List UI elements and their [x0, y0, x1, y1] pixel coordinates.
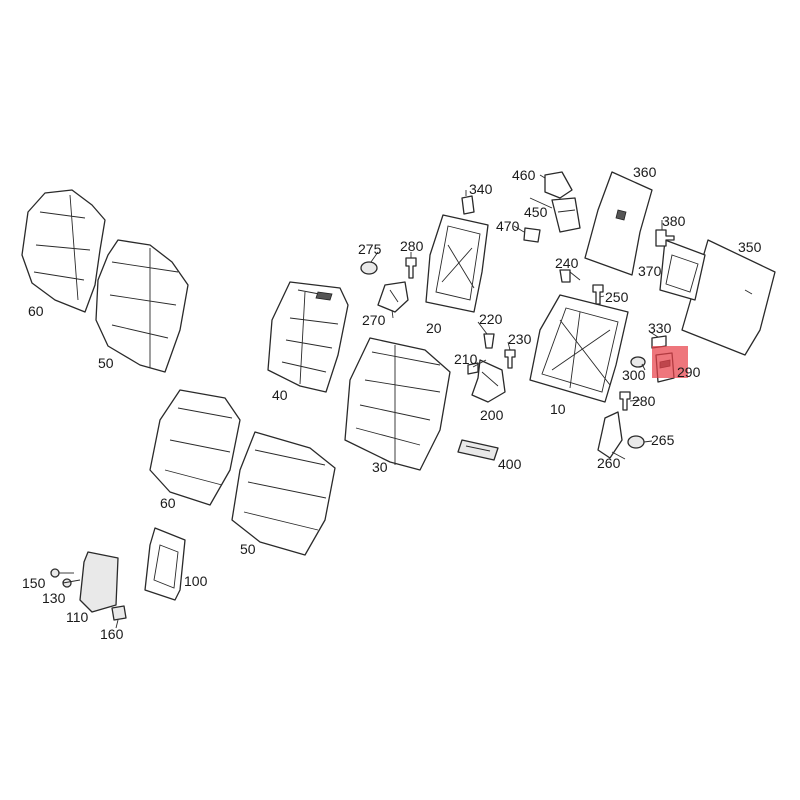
label-470: 470: [496, 218, 520, 234]
label-450: 450: [524, 204, 548, 220]
part-400-handle: [457, 439, 499, 461]
label-150: 150: [22, 575, 46, 591]
part-370-bracket: [659, 239, 706, 301]
label-290: 290: [677, 364, 701, 380]
part-450-hinge: [551, 197, 581, 233]
label-210: 210: [454, 351, 478, 367]
part-100-frame: [144, 527, 186, 601]
part-220-pin: [483, 333, 495, 349]
part-265-bushing: [627, 435, 645, 449]
part-460-cover: [544, 171, 573, 199]
label-50-lower: 50: [240, 541, 256, 557]
label-20: 20: [426, 320, 442, 336]
part-340-clip: [461, 195, 475, 215]
label-330: 330: [648, 320, 672, 336]
part-275-bushing: [360, 261, 378, 275]
part-260-bracket: [597, 411, 623, 459]
part-270-bracket: [377, 281, 409, 313]
label-240: 240: [555, 255, 579, 271]
part-10-backrest-frame: [529, 294, 629, 403]
label-380: 380: [662, 213, 686, 229]
part-470-clip: [523, 227, 541, 243]
label-270: 270: [362, 312, 386, 328]
part-40-backrest-cushion: [267, 281, 349, 393]
part-60-backrest-cover-upper: [21, 189, 106, 313]
label-130: 130: [42, 590, 66, 606]
part-160-clip: [111, 605, 127, 621]
label-260: 260: [597, 455, 621, 471]
part-240-hook: [559, 269, 571, 283]
label-10: 10: [550, 401, 566, 417]
part-280-bolt-upper: [405, 257, 417, 279]
part-300-bushing: [630, 356, 646, 368]
label-220: 220: [479, 311, 503, 327]
part-50-backrest-cover-upper: [95, 239, 189, 373]
label-250: 250: [605, 289, 629, 305]
label-40: 40: [272, 387, 288, 403]
part-150-screw: [50, 568, 60, 578]
label-280-lower: 280: [632, 393, 656, 409]
part-110-armrest: [79, 551, 119, 613]
part-380-bolt: [655, 229, 675, 247]
part-360-panel: [584, 171, 653, 276]
label-400: 400: [498, 456, 522, 472]
part-50-cover-lower: [231, 431, 336, 556]
highlight-marker-290: [652, 346, 688, 378]
label-370: 370: [638, 263, 662, 279]
label-340: 340: [469, 181, 493, 197]
leader-lines: [59, 174, 663, 629]
label-60-lower: 60: [160, 495, 176, 511]
part-200-hinge-bracket: [471, 359, 506, 403]
label-60-upper: 60: [28, 303, 44, 319]
part-60-cover-lower: [149, 389, 241, 506]
label-50-upper: 50: [98, 355, 114, 371]
label-30: 30: [372, 459, 388, 475]
part-20-backrest-frame: [425, 214, 489, 313]
label-460: 460: [512, 167, 536, 183]
part-280-bolt-lower: [619, 391, 631, 411]
label-160: 160: [100, 626, 124, 642]
label-275: 275: [358, 241, 382, 257]
label-350: 350: [738, 239, 762, 255]
label-200: 200: [480, 407, 504, 423]
label-230: 230: [508, 331, 532, 347]
part-250-bolt: [592, 284, 604, 305]
part-230-bolt: [504, 349, 516, 369]
label-110: 110: [66, 609, 89, 625]
label-280-upper: 280: [400, 238, 424, 254]
label-300: 300: [622, 367, 646, 383]
label-100: 100: [184, 573, 208, 589]
label-265: 265: [651, 432, 675, 448]
part-30-cushion: [344, 337, 451, 471]
label-360: 360: [633, 164, 657, 180]
